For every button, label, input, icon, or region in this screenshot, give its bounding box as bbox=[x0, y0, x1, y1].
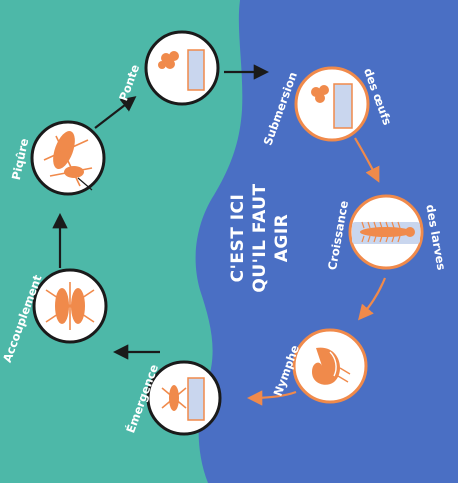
mating-mosquitoes-icon bbox=[45, 282, 95, 330]
adult-emerging-icon bbox=[161, 377, 205, 421]
mosquito-biting-icon bbox=[43, 130, 93, 191]
zone-message: C'EST ICI QU'IL FAUT AGIR bbox=[228, 183, 292, 292]
zone-message-line-1: C'EST ICI bbox=[228, 194, 248, 283]
arrow-nymphe-to-emergence bbox=[246, 390, 297, 406]
larva-icon bbox=[352, 221, 420, 244]
arrow-submersion-to-croissance bbox=[354, 137, 380, 183]
stage-ponte: Ponte bbox=[116, 30, 220, 106]
submerged-eggs-icon bbox=[311, 83, 353, 129]
zone-message-line-2: QU'IL FAUT bbox=[250, 183, 270, 292]
eggs-on-container-icon bbox=[158, 49, 205, 91]
action-zone bbox=[195, 0, 458, 483]
arrow-croissance-to-nymphe bbox=[358, 277, 387, 321]
stage-piqure: Piqûre bbox=[9, 120, 106, 196]
pupa-icon bbox=[312, 347, 351, 385]
arrow-piqure-to-ponte bbox=[94, 96, 137, 129]
zone-message-line-3: AGIR bbox=[272, 214, 292, 263]
stage-nymphe: Nymphe bbox=[271, 328, 368, 404]
